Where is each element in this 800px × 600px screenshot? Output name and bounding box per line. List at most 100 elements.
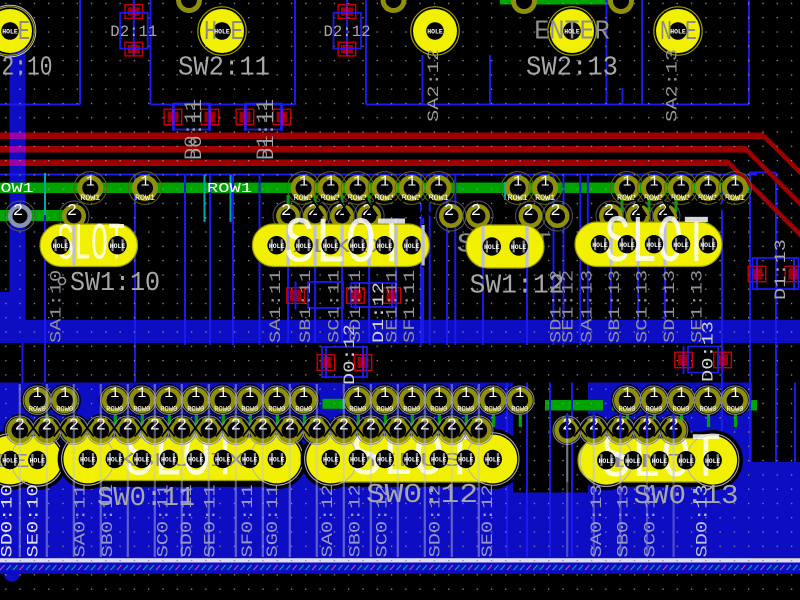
svg-text:1: 1 [110, 385, 119, 402]
svg-text:SB0:11: SB0:11 [99, 484, 117, 557]
svg-text:HOLE: HOLE [134, 457, 150, 465]
svg-text:D1:11: D1:11 [260, 99, 278, 160]
svg-text:2: 2 [13, 202, 23, 221]
svg-text:ROW0: ROW0 [268, 406, 285, 414]
svg-text:SW0:12: SW0:12 [366, 481, 478, 511]
svg-text:1: 1 [353, 174, 362, 191]
svg-text:D1:11: D1:11 [254, 99, 272, 160]
svg-text:1: 1 [649, 385, 658, 402]
svg-text:SA1:11: SA1:11 [267, 270, 285, 343]
svg-text:HOLE: HOLE [80, 457, 96, 465]
svg-text:SA0:12: SA0:12 [319, 484, 337, 557]
svg-text:SF0:11: SF0:11 [239, 484, 257, 557]
svg-text:2: 2 [42, 417, 52, 436]
svg-text:D2:11: D2:11 [110, 23, 157, 41]
svg-text:2: 2 [447, 417, 457, 436]
svg-text:1: 1 [245, 385, 254, 402]
svg-text:HOLE: HOLE [404, 243, 420, 251]
svg-text:D0:13: D0:13 [700, 321, 718, 382]
svg-text:HOLE: HOLE [242, 457, 258, 465]
svg-text:2: 2 [15, 417, 25, 436]
svg-text:ROW0: ROW0 [619, 406, 636, 414]
svg-text:HOLE: HOLE [110, 243, 126, 251]
svg-text:ROW0: ROW0 [56, 406, 73, 414]
svg-text:SB0:12: SB0:12 [347, 484, 365, 557]
svg-text:SE0:11: SE0:11 [202, 484, 220, 557]
svg-text:SD0:10: SD0:10 [0, 484, 17, 557]
svg-text:SA0:11: SA0:11 [72, 484, 90, 557]
svg-text:HOLE: HOLE [350, 243, 366, 251]
svg-text:2: 2 [285, 417, 295, 436]
svg-text:SA1:10: SA1:10 [48, 270, 66, 343]
svg-text:ROW0: ROW0 [133, 406, 150, 414]
svg-text:1: 1 [380, 385, 389, 402]
svg-text:1: 1 [272, 385, 281, 402]
svg-text:D1:13: D1:13 [772, 239, 790, 300]
svg-text:ROW0: ROW0 [295, 406, 312, 414]
svg-text:1: 1 [191, 385, 200, 402]
svg-text:HOLE: HOLE [214, 29, 230, 37]
svg-text:SD1:12: SD1:12 [548, 270, 566, 343]
svg-text:SD1:13: SD1:13 [661, 270, 679, 343]
svg-text:SC1:11: SC1:11 [326, 270, 344, 343]
svg-text:E: E [18, 18, 30, 48]
svg-text:2: 2 [67, 202, 77, 221]
svg-text:ROW0: ROW0 [214, 406, 231, 414]
svg-text:2: 2 [123, 417, 133, 436]
svg-text:2: 2 [339, 417, 349, 436]
svg-text:HOLE: HOLE [673, 242, 689, 250]
svg-text:HOLE: HOLE [427, 29, 443, 37]
svg-text:1: 1 [164, 385, 173, 402]
svg-text:HOLE: HOLE [592, 242, 608, 250]
svg-text:HOLE: HOLE [646, 242, 662, 250]
svg-text:1: 1 [326, 174, 335, 191]
svg-text:SB1:13: SB1:13 [606, 270, 624, 343]
svg-text:1: 1 [676, 174, 685, 191]
svg-text:D0:11: D0:11 [188, 99, 206, 160]
svg-text:1: 1 [622, 174, 631, 191]
svg-text:ROW1: ROW1 [321, 194, 341, 203]
svg-text:HOLE: HOLE [377, 243, 393, 251]
svg-text:HOLE: HOLE [2, 458, 18, 466]
svg-text:HOLE: HOLE [705, 458, 721, 466]
svg-text:HOLE: HOLE [107, 457, 123, 465]
svg-text:2: 2 [444, 202, 454, 221]
svg-text:ROW1: ROW1 [535, 194, 555, 203]
svg-text:HOLE: HOLE [323, 243, 339, 251]
svg-text:HOLE: HOLE [377, 457, 393, 465]
svg-text:SE0:12: SE0:12 [479, 484, 497, 557]
svg-text:SB0:13: SB0:13 [615, 484, 633, 557]
svg-text:ROW0: ROW0 [349, 406, 366, 414]
svg-text:HOLE: HOLE [678, 458, 694, 466]
svg-text:HOLE: HOLE [30, 458, 46, 466]
svg-text:1: 1 [730, 385, 739, 402]
svg-text:ROW0: ROW0 [430, 406, 447, 414]
svg-text:HOLE: HOLE [404, 457, 420, 465]
svg-text:SG0:11: SG0:11 [264, 484, 282, 557]
svg-text:SW2:13: SW2:13 [526, 54, 618, 84]
svg-text:2: 2 [258, 417, 268, 436]
svg-text:1: 1 [622, 385, 631, 402]
svg-text:2: 2 [631, 202, 641, 221]
svg-text:SD1:11: SD1:11 [347, 270, 365, 343]
svg-text:HOLE: HOLE [323, 457, 339, 465]
svg-text:SW0:13: SW0:13 [634, 482, 739, 512]
svg-text:SE1:11: SE1:11 [384, 270, 402, 343]
svg-text:D1:12: D1:12 [370, 282, 388, 343]
svg-text:SW1:12: SW1:12 [470, 272, 565, 302]
svg-text:SC1:13: SC1:13 [634, 270, 652, 343]
svg-text:2: 2 [393, 417, 403, 436]
svg-text:2: 2 [96, 417, 106, 436]
svg-text:ROW0: ROW0 [29, 406, 46, 414]
svg-text:ROW1: ROW1 [207, 182, 252, 197]
svg-text:SD0:13: SD0:13 [694, 484, 712, 557]
svg-text:ENTER: ENTER [534, 17, 610, 47]
svg-text:1: 1 [353, 385, 362, 402]
svg-text:2: 2 [204, 417, 214, 436]
svg-text:HOLE: HOLE [700, 242, 716, 250]
svg-text:2: 2 [177, 417, 187, 436]
svg-text:1: 1 [730, 174, 739, 191]
svg-text:1: 1 [541, 174, 550, 191]
svg-text:ROW1: ROW1 [80, 194, 100, 203]
svg-text:D2:12: D2:12 [324, 23, 371, 41]
